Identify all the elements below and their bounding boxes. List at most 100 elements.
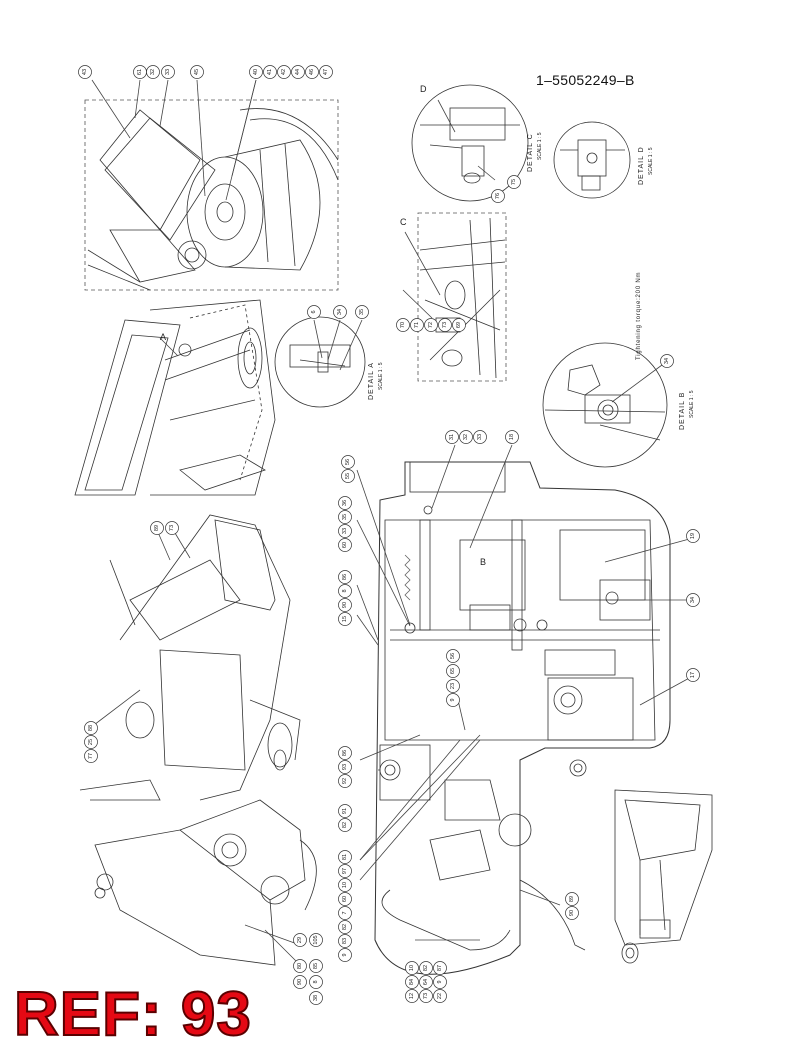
balloon-detail_c-2 (424, 318, 438, 332)
balloon-main-left-0 (341, 455, 355, 469)
balloon-label-main_right-2: 17 (690, 672, 696, 678)
balloon-label-top_inset-7: 42 (281, 69, 287, 75)
detail-c-region (402, 212, 507, 382)
balloon-label-main-left-19: 56 (450, 653, 456, 659)
balloon-detail_a-1 (333, 305, 347, 319)
balloon-label-main-left-15: 81 (342, 854, 348, 860)
balloon-label-main-left-13: 91 (342, 808, 348, 814)
balloon-main_right-2 (686, 668, 700, 682)
balloon-main_right-0 (686, 529, 700, 543)
balloon-label-detail_c_zoom-1: 75 (511, 179, 517, 185)
balloon-main-left-24 (338, 920, 352, 934)
balloon-label-main-left-6: 86 (342, 574, 348, 580)
balloon-main-left-7 (338, 584, 352, 598)
balloon-main-left-26 (338, 948, 352, 962)
balloon-lower_left-4 (84, 721, 98, 735)
detail-b-letter: B (480, 557, 486, 567)
balloon-main-left-23 (338, 906, 352, 920)
balloon-detail_a-0 (307, 305, 321, 319)
balloon-label-main-left-14: 82 (342, 822, 348, 828)
balloon-label-lower_left-1: 73 (169, 525, 175, 531)
balloon-label-top_inset-2: 32 (150, 69, 156, 75)
balloon-label-main-left-1: 55 (345, 473, 351, 479)
balloon-label-lower_left-8: 85 (313, 963, 319, 969)
balloon-lower_left-9 (309, 975, 323, 989)
reference-label: REF: 93 (13, 980, 252, 1049)
balloon-lower_left-7 (293, 959, 307, 973)
balloon-detail_c_zoom-1 (507, 175, 521, 189)
balloon-label-lower_left-7: 80 (297, 963, 303, 969)
balloon-label-main-left-32: 9 (437, 980, 443, 983)
balloon-label-detail_c_zoom-0: 76 (495, 193, 501, 199)
balloon-main-left-36 (565, 892, 579, 906)
balloon-label-main-left-29: 87 (437, 965, 443, 971)
balloon-main-left-19 (446, 649, 460, 663)
balloon-lower_left-0 (150, 521, 164, 535)
balloon-top_inset-5 (249, 65, 263, 79)
detail-d-letter: D (420, 84, 427, 94)
balloon-top_inset-6 (263, 65, 277, 79)
balloon-label-main-left-27: 10 (409, 965, 415, 971)
balloon-lower_left-11 (309, 991, 323, 1005)
balloon-label-detail_b-0: 34 (664, 358, 670, 364)
balloon-main-left-37 (565, 906, 579, 920)
balloon-label-lower_left-10: 90 (297, 979, 303, 985)
balloon-label-detail_c-4: 69 (456, 322, 462, 328)
balloon-label-main-left-33: 12 (409, 993, 415, 999)
balloon-label-lower_left-5: 29 (297, 937, 303, 943)
balloon-label-top_inset-5: 40 (253, 69, 259, 75)
balloon-label-main-left-18: 60 (342, 896, 348, 902)
balloon-label-main_top-2: 33 (477, 434, 483, 440)
balloon-top_inset-9 (305, 65, 319, 79)
balloon-label-main-left-23: 7 (342, 911, 348, 914)
balloon-detail_c-0 (396, 318, 410, 332)
balloon-label-main_top-3: 18 (509, 434, 515, 440)
detail-c-scale: SCALE 1 : 5 (537, 132, 543, 160)
balloon-label-main-left-5: 60 (342, 542, 348, 548)
balloon-top_inset-10 (319, 65, 333, 79)
balloon-label-lower_left-11: 38 (313, 995, 319, 1001)
detail-labels: A C D B DETAIL A SCALE 1 : 5 DETAIL C SC… (160, 84, 695, 567)
balloon-detail_c_zoom-0 (491, 189, 505, 203)
balloon-label-top_inset-8: 44 (295, 69, 301, 75)
balloon-label-main-left-3: 35 (342, 514, 348, 520)
balloon-main-left-21 (446, 679, 460, 693)
balloon-main-left-16 (338, 864, 352, 878)
detail-c-letter: C (400, 217, 407, 227)
balloon-main-left-20 (446, 664, 460, 678)
balloon-main-left-9 (338, 612, 352, 626)
balloon-label-main-left-37: 90 (569, 910, 575, 916)
balloon-label-main-left-20: 65 (450, 668, 456, 674)
balloon-label-main_top-0: 31 (449, 434, 455, 440)
detail-d-scale: SCALE 1 : 5 (648, 147, 654, 175)
balloon-label-main-left-28: 82 (423, 965, 429, 971)
detail-b-torque-note: Tightening torque:200 Nm (636, 272, 642, 360)
balloon-label-detail_c-1: 71 (414, 322, 420, 328)
balloon-top_inset-7 (277, 65, 291, 79)
top-inset-view (84, 79, 339, 291)
detail-a-title: DETAIL A (368, 362, 375, 400)
balloon-label-top_inset-10: 47 (323, 69, 329, 75)
balloon-main-left-30 (405, 975, 419, 989)
balloon-main-left-18 (338, 892, 352, 906)
balloon-main-left-17 (338, 878, 352, 892)
balloon-label-top_inset-0: 43 (82, 69, 88, 75)
balloon-label-main-left-36: 89 (569, 896, 575, 902)
balloon-label-main-left-24: 82 (342, 924, 348, 930)
balloon-main-left-22 (446, 693, 460, 707)
balloon-main_top-0 (445, 430, 459, 444)
balloon-main-left-25 (338, 934, 352, 948)
balloon-main-left-31 (419, 975, 433, 989)
balloon-label-main-left-30: 84 (409, 979, 415, 985)
balloon-main-left-34 (419, 989, 433, 1003)
balloon-label-top_inset-3: 33 (165, 69, 171, 75)
balloon-label-lower_left-0: 89 (154, 525, 160, 531)
detail-b-scale: SCALE 1 : 5 (689, 390, 695, 418)
balloon-label-main_right-0: 19 (690, 533, 696, 539)
balloon-label-main-left-21: 23 (450, 683, 456, 689)
balloon-label-main-left-22: 9 (450, 698, 456, 701)
balloon-label-lower_left-9: 8 (313, 980, 319, 983)
balloon-label-main-left-34: 73 (423, 993, 429, 999)
balloon-label-main-left-0: 56 (345, 459, 351, 465)
balloon-main-left-1 (341, 469, 355, 483)
